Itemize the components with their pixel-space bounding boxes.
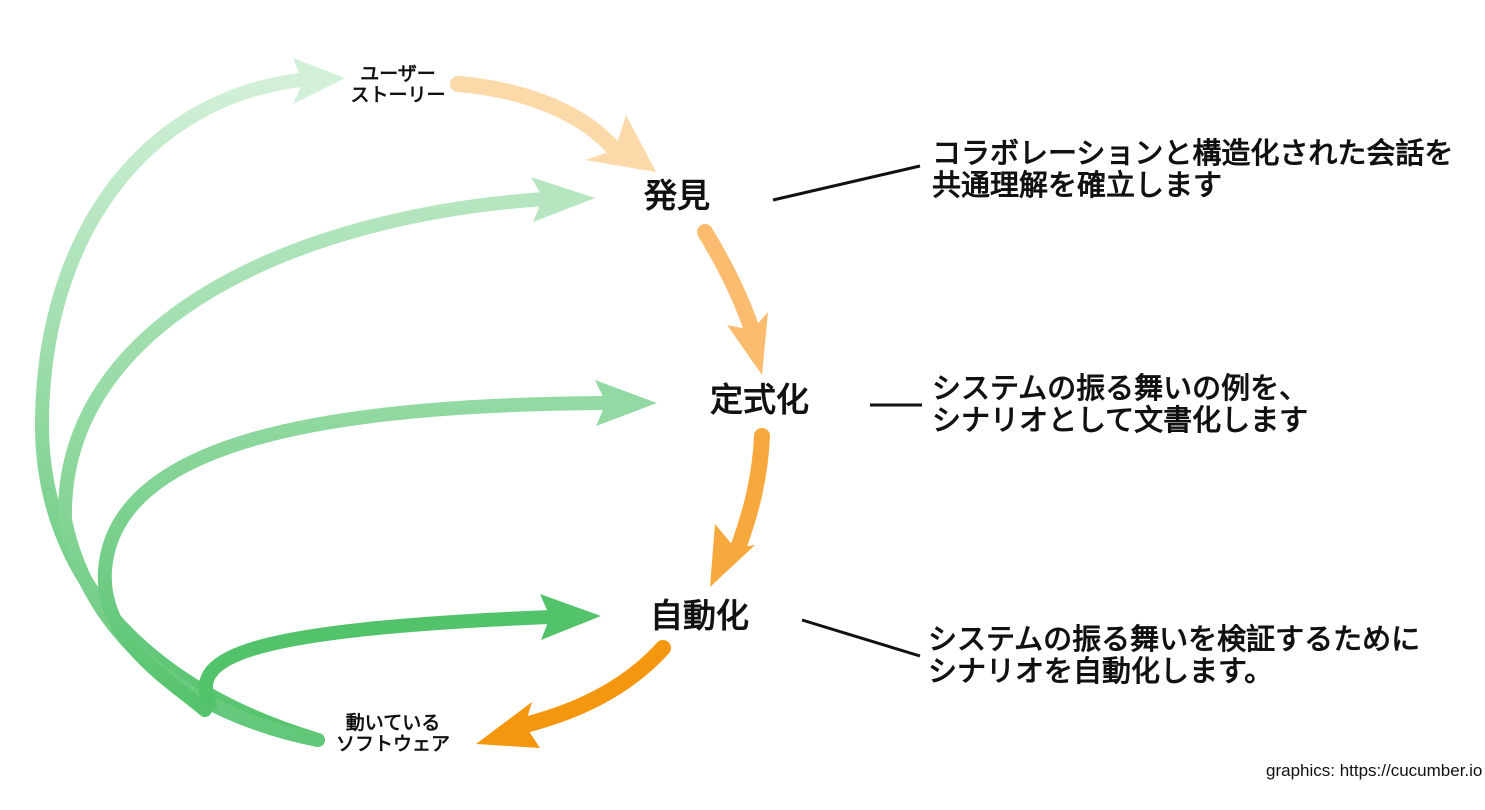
connector-line-automation [801, 618, 921, 658]
working-software-label: 動いている ソフトウェア [335, 712, 450, 756]
formulation-label: 定式化 [710, 380, 809, 419]
graphics-credit: graphics: https://cucumber.io [1266, 761, 1483, 780]
discovery-description: コラボレーションと構造化された会話を 共通理解を確立します [932, 136, 1454, 203]
orange-arrow-automation-to-working-software [476, 640, 671, 748]
connector-line-discovery [772, 164, 921, 202]
automation-description: システムの振る舞いを検証するために シナリオを自動化します。 [928, 622, 1421, 689]
orange-arrow-formulation-to-automation [710, 428, 770, 587]
green-arrow-to-automation [198, 594, 601, 712]
automation-label: 自動化 [650, 596, 749, 635]
green-arrow-to-formulation [97, 380, 657, 717]
formulation-description: システムの振る舞いの例を、 シナリオとして文書化します [932, 371, 1309, 438]
orange-arrow-discovery-to-formulation [697, 224, 768, 375]
discovery-label: 発見 [644, 176, 710, 215]
orange-arrow-user-story-to-discovery [450, 76, 656, 172]
user-story-label: ユーザー ストーリー [350, 63, 446, 107]
green-arrow-to-user-story [34, 58, 345, 747]
